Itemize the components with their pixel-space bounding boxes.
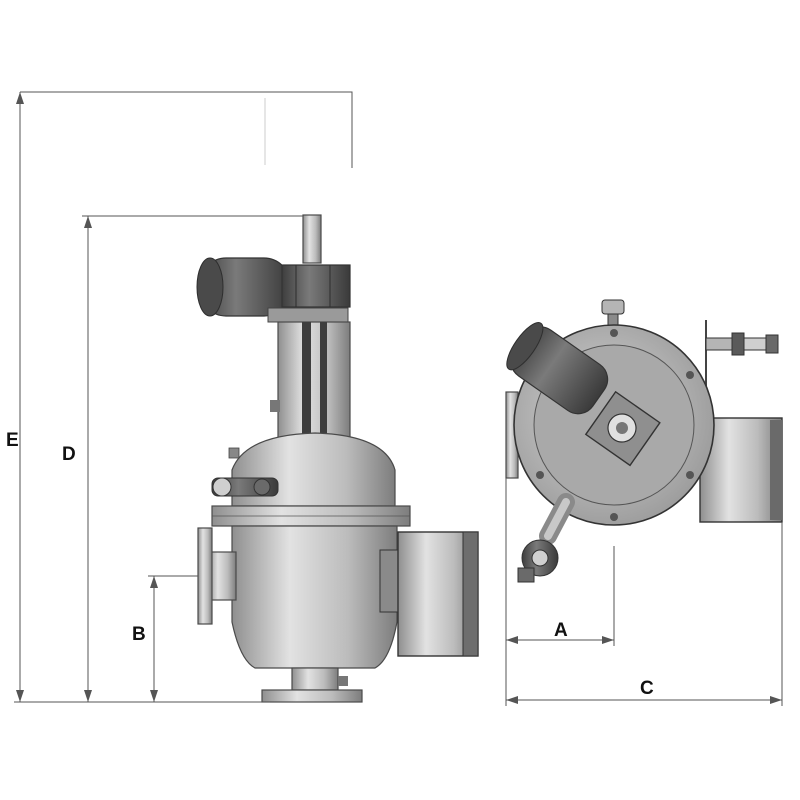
top-view-drain-valve [517, 493, 575, 583]
top-rod [302, 214, 322, 264]
side-valve [211, 477, 279, 497]
side-view [20, 91, 479, 703]
dim-label-a: A [554, 620, 568, 641]
dim-label-c: C [640, 678, 654, 699]
top-view-gearbox [584, 390, 661, 467]
inlet-nozzle [197, 527, 237, 625]
dimension-lines [14, 92, 783, 706]
top-pressure-fitting [705, 332, 779, 356]
top-view-motor [506, 322, 609, 415]
main-body [231, 525, 398, 669]
dim-label-b: B [132, 624, 146, 645]
top-outline [20, 91, 353, 168]
outlet-flange [261, 667, 363, 703]
motor [196, 257, 351, 317]
dim-label-e: E [6, 430, 19, 451]
dim-label-d: D [62, 444, 76, 465]
side-control-box [379, 531, 479, 657]
gearbox-column [267, 307, 351, 439]
top-view [505, 299, 783, 583]
